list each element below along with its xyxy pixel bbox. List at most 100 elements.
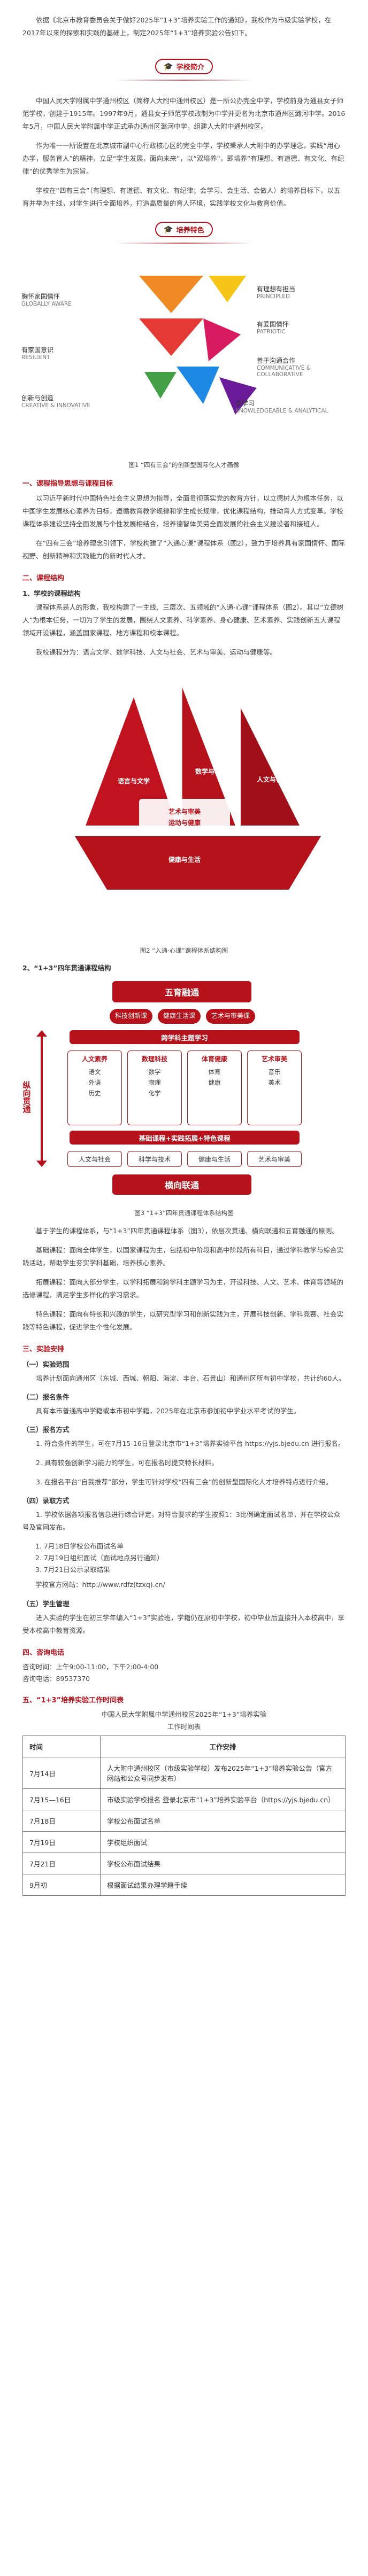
arrow-shaft xyxy=(41,1034,43,1163)
feature-label-en: KNOWLEDGEABLE & ANALYTICAL xyxy=(235,408,328,414)
school-title-text: 学校简介 xyxy=(176,64,204,72)
table-header-row: 时间 工作安排 xyxy=(22,1736,346,1757)
contact-phone: 咨询电话：89537370 xyxy=(22,1675,90,1683)
table-row: 7月18日 学校公布面试名单 xyxy=(22,1810,346,1832)
enroll-subtitle-3: （三）报名方式 xyxy=(22,1426,70,1434)
arrow-up-icon xyxy=(36,1030,47,1037)
mid-col: 体育健康 体育 健康 xyxy=(187,1050,242,1125)
sail-shape xyxy=(182,687,235,826)
table-cell-work: 学校公布面试结果 xyxy=(100,1853,346,1874)
table-cell-time: 7月19日 xyxy=(22,1831,101,1853)
table-cell-work: 学校组织面试 xyxy=(100,1831,346,1853)
enroll-paragraph-3-3: 3. 在报名平台“自我推荐”部分，学生可针对学校“四有三会”的创新型国际化人才培… xyxy=(36,1478,333,1486)
col-work: 工作安排 xyxy=(100,1736,346,1757)
school-paragraph-3: 学校在“四有三会”（有理想、有道德、有文化、有纪律；会学习、会生活、会做人）的培… xyxy=(22,186,341,207)
table-cell-work: 市级实验学校报名 登录北京市“1+3”培养实验平台（https://yjs.bj… xyxy=(100,1788,346,1810)
mid-col-head: 数理科技 xyxy=(141,1055,167,1063)
sail-figure: 语言与文学 数学与科技 人文与社会 艺术与审美 运动与健康 健康与生活 xyxy=(0,665,368,943)
feature-label: 胸怀家国情怀 GLOBALLY AWARE xyxy=(21,292,118,307)
figure-caption: 图3 “1+3”四年贯通课程体系结构图 xyxy=(134,1209,234,1217)
top-banner: 五育融通 xyxy=(112,981,251,1002)
table-cell-time: 7月18日 xyxy=(22,1810,101,1832)
ornament-line-bar xyxy=(114,80,254,81)
course-title: 二、课程结构 xyxy=(22,574,65,582)
table-cell-work: 学校公布面试名单 xyxy=(100,1810,346,1832)
sail-label: 语言与文学 xyxy=(117,777,150,785)
boat-hull xyxy=(75,836,321,890)
enroll-paragraph-4: 1. 学校依据各项报名信息进行综合评定，对符合要求的学生按照1：3比例确定面试名… xyxy=(22,1511,341,1531)
mid-col-item: 体育 xyxy=(208,1068,221,1076)
feature-label: 有爱国情怀 PATRIOTIC xyxy=(257,320,353,335)
sail-label: 健康与生活 xyxy=(168,856,201,863)
feature-label-cn: 有家国意识 xyxy=(21,346,54,354)
enroll-paragraph-3-2: 2. 具有较强创新学习能力的学生，可在报名时提交特长材料。 xyxy=(36,1459,218,1467)
enroll-paragraph-3-1: 1. 符合条件的学生，可在7月15-16日登录北京市“1+3”培养实验平台 ht… xyxy=(36,1439,345,1447)
bottom-chips: 人文与社会 科学与技术 健康与生活 艺术与审美 xyxy=(67,1151,302,1167)
enroll-paragraph-1: 培养计划面向通州区（东城、西城、朝阳、海淀、丰台、石景山）和通州区所有初中学校，… xyxy=(36,1374,346,1382)
feature-label: 会学习 KNOWLEDGEABLE & ANALYTICAL xyxy=(235,399,353,414)
figure-caption: 图1 “四有三会”的创新型国际化人才画像 xyxy=(128,461,240,469)
feature-label-en: COMMUNICATIVE & COLLABORATIVE xyxy=(257,365,311,378)
contact-title: 四、咨询电话 xyxy=(22,1649,65,1657)
feature-label-cn: 会学习 xyxy=(235,400,255,407)
feature-label-cn: 创新与创造 xyxy=(21,394,54,402)
left-label-wrap: 纵向贯通 xyxy=(16,1036,37,1158)
four-year-title: 2、“1+3”四年贯通课程结构 xyxy=(22,964,111,972)
four-year-paragraph-3: 拓展课程：面向大部分学生，以学科拓展和跨学科主题学习为主，开设科技、人文、艺术、… xyxy=(22,1278,344,1299)
mid-col-item: 物理 xyxy=(148,1079,161,1086)
feature-label-en: PATRIOTIC xyxy=(257,329,286,335)
ornament-line xyxy=(0,74,368,86)
left-label: 纵向贯通 xyxy=(21,1081,32,1113)
mid-col-item: 语文 xyxy=(88,1068,101,1076)
mid-col-item: 健康 xyxy=(208,1079,221,1086)
col-time: 时间 xyxy=(22,1736,101,1757)
table-row: 7月21日 学校公布面试结果 xyxy=(22,1853,346,1874)
course-subtitle: 1、学校的课程结构 xyxy=(22,589,81,597)
feature-title-wrap: 🎓 培养特色 xyxy=(0,222,368,237)
tab-chip: 科技创新课 xyxy=(109,1009,152,1024)
guidance-paragraph-1: 以习近平新时代中国特色社会主义思想为指导，全面贯彻落实党的教育方针，以立德树人为… xyxy=(22,494,344,528)
sail-label: 数学与科技 xyxy=(195,768,227,775)
mid-col-head: 体育健康 xyxy=(201,1055,227,1063)
course-paragraph-2: 我校课程分为：语言文学、数学科技、人文与社会、艺术与审美、运动与健康等。 xyxy=(36,648,277,656)
sail-label: 运动与健康 xyxy=(168,819,201,827)
tabs-row: 科技创新课 健康生活课 艺术与审美课 xyxy=(67,1009,297,1024)
mid-col-item: 音乐 xyxy=(268,1068,281,1076)
intro-paragraph: 依据《北京市教育委员会关于做好2025年“1+3”培养实验工作的通知》，我校作为… xyxy=(22,16,332,37)
feature-label: 善于沟通合作 COMMUNICATIVE & COLLABORATIVE xyxy=(257,356,358,378)
tangram-piece xyxy=(203,318,241,361)
table-row: 7月14日 人大附中通州校区（市级实验学校）发布2025年“1+3”培养实验公告… xyxy=(22,1757,346,1789)
tab-chip: 艺术与审美课 xyxy=(206,1009,256,1024)
ornament-line xyxy=(0,237,368,249)
tangram-piece xyxy=(139,318,203,356)
schedule-table: 时间 工作安排 7月14日 人大附中通州校区（市级实验学校）发布2025年“1+… xyxy=(22,1736,346,1896)
table-row: 7月19日 学校组织面试 xyxy=(22,1831,346,1853)
red-bar-2: 基础课程+实践拓展+特色课程 xyxy=(70,1131,300,1145)
feature-label-en: GLOBALLY AWARE xyxy=(21,301,72,307)
bottom-chip: 健康与生活 xyxy=(187,1151,242,1167)
enroll-subtitle-2: （二）报名条件 xyxy=(22,1393,70,1401)
enroll-subtitle-1: （一）实验范围 xyxy=(22,1360,70,1368)
enroll-subtitle-4: （四）录取方式 xyxy=(22,1497,70,1505)
feature-label-en: PRINCIPLED xyxy=(257,293,290,300)
tangram-piece xyxy=(209,276,246,302)
mid-col-item: 历史 xyxy=(88,1089,101,1097)
feature-label-en: CREATIVE & INNOVATIVE xyxy=(21,402,90,409)
table-cell-work: 人大附中通州校区（市级实验学校）发布2025年“1+3”培养实验公告（官方网站和… xyxy=(100,1757,346,1789)
mid-col-item: 化学 xyxy=(148,1089,161,1097)
mid-col: 数理科技 数学 物理 化学 xyxy=(127,1050,182,1125)
feature-label-cn: 有理想有担当 xyxy=(257,285,296,293)
schedule-subtitle-school: 中国人民大学附属中学通州校区2025年“1+3”培养实验 xyxy=(101,1710,267,1718)
four-year-paragraph-2: 基础课程：面向全体学生，以国家课程为主，包括初中阶段和高中阶段所有科目，通过学科… xyxy=(22,1246,344,1267)
sail-shape xyxy=(241,708,300,826)
schedule-table-title: 工作时间表 xyxy=(167,1723,201,1731)
feature-label-cn: 胸怀家国情怀 xyxy=(21,293,60,300)
feature-title-text: 培养特色 xyxy=(176,227,204,235)
ornament-line-bar xyxy=(114,243,254,244)
mid-col-head: 艺术审美 xyxy=(261,1055,287,1063)
center-box xyxy=(139,799,230,831)
enroll-paragraph-5: 进入实验的学生在初三学年编入“1+3”实验班，学籍仍在原初中学校，初中毕业后直接… xyxy=(22,1614,344,1635)
school-title: 🎓 学校简介 xyxy=(155,59,213,74)
bottom-chip: 艺术与审美 xyxy=(247,1151,302,1167)
